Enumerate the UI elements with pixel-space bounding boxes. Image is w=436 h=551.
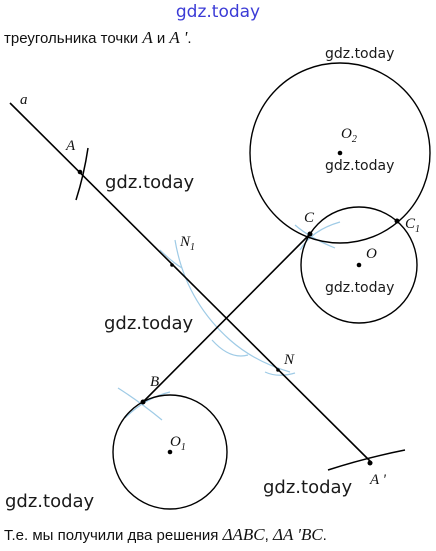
watermark: gdz.today: [5, 491, 95, 512]
label-o1-main: O: [170, 434, 181, 450]
label-line-a: a: [20, 92, 28, 108]
outro-sep: ,: [264, 527, 273, 544]
watermark-top: gdz.today: [175, 2, 261, 22]
label-a: A: [65, 138, 76, 154]
intro-text: треугольника точки A и A '.: [4, 28, 192, 48]
point-o: [356, 262, 362, 268]
label-c1-main: C: [405, 216, 416, 232]
watermark: gdz.today: [104, 313, 194, 334]
point-a-prime: [367, 460, 373, 466]
point-n: [276, 368, 280, 372]
label-c1-sub: 1: [415, 224, 420, 235]
arc-at-a-prime: [327, 449, 406, 471]
circle-o: [300, 206, 418, 324]
intro-point-a: A: [142, 28, 153, 47]
point-c1: [394, 218, 400, 224]
watermark: gdz.today: [325, 46, 394, 62]
label-o2-sub: 2: [352, 134, 357, 145]
line-a: [9, 102, 373, 464]
outro-words: Т.е. мы получили два решения: [4, 527, 223, 544]
label-n1-sub: 1: [190, 242, 195, 253]
watermark: gdz.today: [325, 280, 394, 296]
label-o2: O2: [341, 126, 357, 145]
intro-words: треугольника точки: [4, 30, 143, 47]
label-o1: O1: [170, 434, 186, 453]
solution-2: ΔA 'BC: [273, 525, 323, 544]
label-n: N: [283, 352, 295, 368]
point-o1: [167, 449, 173, 455]
label-n1: N1: [179, 234, 195, 253]
point-n1: [170, 263, 174, 267]
label-o1-sub: 1: [181, 442, 186, 453]
label-b: B: [150, 374, 159, 390]
solution-1: ΔABC: [222, 525, 265, 544]
intro-point-a-prime: A ': [169, 28, 188, 47]
label-a-prime: A ': [369, 472, 387, 488]
outro-end: .: [322, 527, 327, 544]
label-o2-main: O: [341, 126, 352, 142]
point-c: [307, 231, 313, 237]
label-n1-main: N: [179, 234, 191, 250]
label-c1: C1: [405, 216, 420, 235]
point-b: [140, 399, 146, 405]
arc-n1-mark: [159, 249, 183, 269]
point-o2: [337, 150, 343, 156]
arc-center-mark: [211, 339, 249, 357]
conclusion-text: Т.е. мы получили два решения ΔABC, ΔA 'B…: [4, 525, 327, 545]
intro-and: и: [152, 30, 170, 47]
construction-arcs: [117, 221, 341, 421]
circle-o1: [112, 394, 228, 510]
watermark: gdz.today: [325, 158, 394, 174]
watermark: gdz.today: [263, 477, 353, 498]
point-a: [77, 169, 83, 175]
arc-n1-n: [174, 239, 291, 373]
arc-c-mark1: [294, 224, 336, 249]
arc-b-mark2: [124, 391, 171, 419]
circle-o2: [249, 62, 431, 244]
watermark: gdz.today: [105, 172, 195, 193]
arc-at-a: [75, 147, 89, 201]
segment-bc: [142, 233, 311, 403]
label-o: O: [366, 246, 377, 262]
label-c: C: [304, 210, 315, 226]
arc-c-mark2: [299, 221, 341, 251]
arc-n-mark: [264, 371, 296, 376]
intro-end: .: [187, 30, 192, 47]
